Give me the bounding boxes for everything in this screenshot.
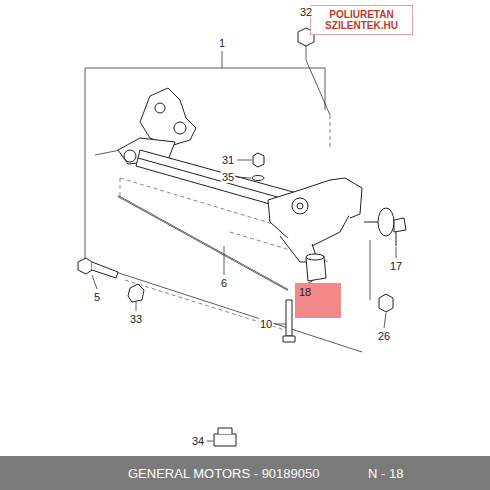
left-trailing-arm [118, 88, 196, 164]
callout-number: 17 [389, 260, 403, 272]
callout-number: 10 [259, 318, 273, 330]
clip [214, 428, 236, 446]
nut [379, 294, 393, 312]
bushing [306, 254, 326, 281]
leader-line [306, 60, 330, 115]
leader-line [306, 46, 307, 60]
bushing-clip [128, 284, 144, 302]
callout-number: 18 [299, 286, 337, 298]
panhard-rod-highlight [118, 196, 288, 290]
leader-line [275, 324, 286, 325]
wheel-hub [364, 208, 406, 246]
footer-band: GENERAL MOTORS - 90189050 N - 18 [0, 456, 490, 490]
watermark-box: POLIURETAN SZILENTEK.HU [310, 5, 413, 35]
callout-number: 31 [221, 154, 235, 166]
leader-line [224, 246, 225, 275]
leader-line [396, 247, 397, 258]
leader-line [207, 441, 213, 442]
callout-number: 34 [191, 435, 205, 447]
leader-line [237, 160, 252, 161]
highlight-box: 18 [295, 283, 341, 318]
callout-number: 5 [93, 291, 101, 303]
footer-text: N - 18 [368, 466, 403, 481]
callout-number: 35 [221, 171, 235, 183]
leader-line [136, 302, 137, 311]
callout-number: 26 [377, 330, 391, 342]
watermark-text: POLIURETAN SZILENTEK.HU [315, 9, 408, 31]
leader-line [384, 313, 386, 328]
bolt [78, 258, 118, 278]
footer-text: GENERAL MOTORS - 90189050 [128, 466, 319, 481]
callout-number: 1 [218, 37, 226, 49]
leader-line [222, 51, 223, 68]
bolt [283, 300, 295, 342]
leader-line [92, 275, 97, 289]
callout-number: 33 [129, 313, 143, 325]
right-trailing-arm [268, 178, 362, 262]
assembly-frame [85, 68, 370, 352]
nut-washer [252, 153, 264, 181]
leader-line [237, 177, 251, 178]
panhard-rod [118, 196, 288, 290]
leader-lines [92, 51, 396, 441]
callout-number: 6 [220, 277, 228, 289]
callout-number: 32 [299, 6, 313, 18]
